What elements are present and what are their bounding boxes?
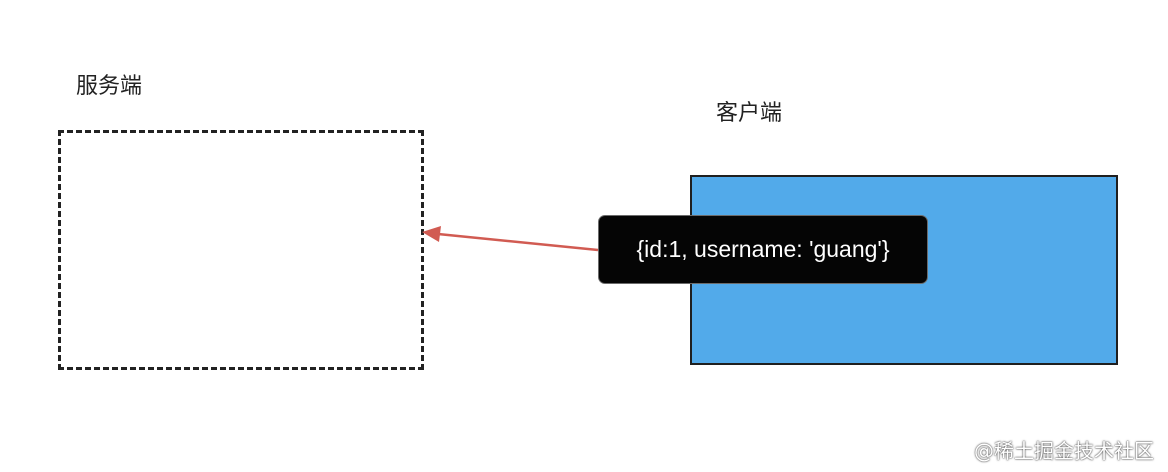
server-box — [58, 130, 424, 370]
arrow-line — [437, 232, 599, 252]
server-label: 服务端 — [76, 74, 143, 99]
watermark: @稀土掘金技术社区 — [974, 439, 1154, 463]
message-tooltip: {id:1, username: 'guang'} — [598, 215, 928, 284]
client-label: 客户端 — [716, 101, 783, 126]
arrow-head — [422, 226, 441, 242]
message-payload: {id:1, username: 'guang'} — [636, 236, 890, 262]
